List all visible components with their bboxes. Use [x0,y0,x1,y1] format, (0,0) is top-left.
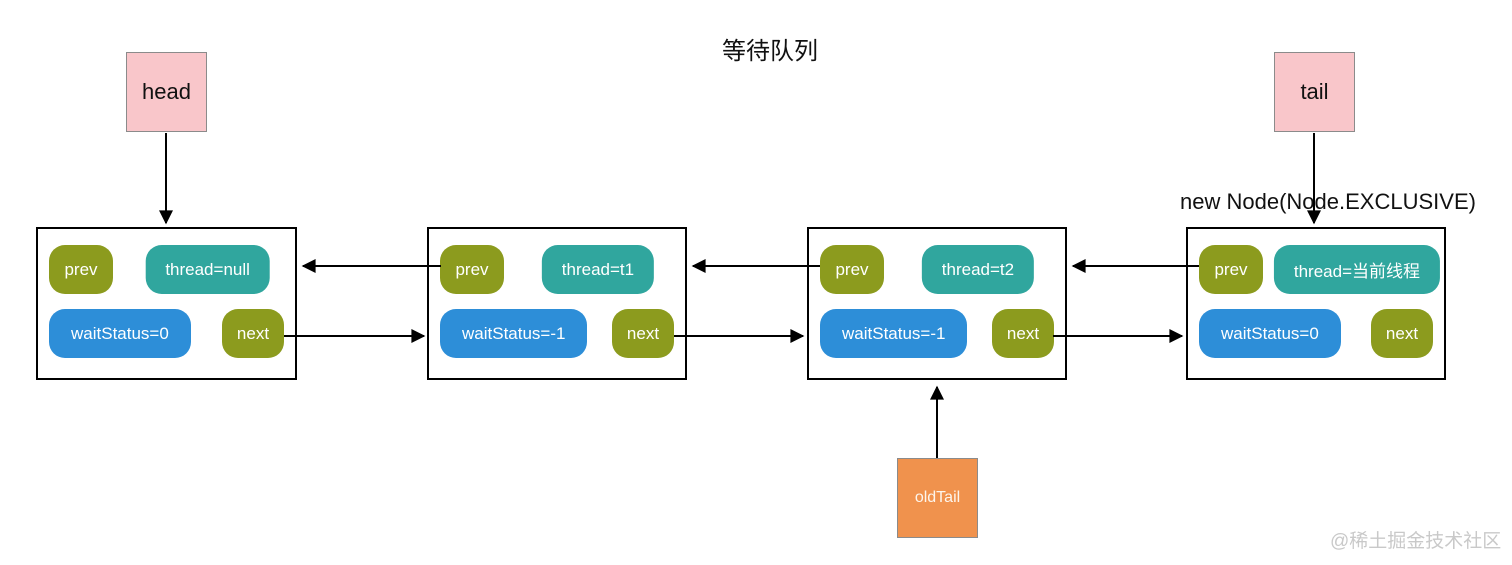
node1-next-badge: next [222,309,284,358]
node2-next-badge: next [612,309,674,358]
node1-thread-badge: thread=null [145,245,270,294]
queue-node-1: prev thread=null waitStatus=0 next [36,227,297,380]
diagram-title: 等待队列 [722,38,818,65]
node1-waitstatus-badge: waitStatus=0 [49,309,191,358]
head-pointer-label: head [142,79,191,104]
head-pointer-box: head [126,52,207,132]
node3-next-badge: next [992,309,1054,358]
node1-prev-badge: prev [49,245,113,294]
tail-pointer-label: tail [1300,79,1329,104]
queue-node-3: prev thread=t2 waitStatus=-1 next [807,227,1067,380]
node2-waitstatus-badge: waitStatus=-1 [440,309,588,358]
new-node-annotation: new Node(Node.EXCLUSIVE) [1180,189,1476,214]
tail-pointer-box: tail [1274,52,1355,132]
node3-waitstatus-badge: waitStatus=-1 [820,309,968,358]
node4-waitstatus-badge: waitStatus=0 [1199,309,1341,358]
queue-node-4: prev thread=当前线程 waitStatus=0 next [1186,227,1446,380]
oldtail-pointer-box: oldTail [897,458,978,538]
watermark-text: @稀土掘金技术社区 [1330,531,1502,552]
node2-prev-badge: prev [440,245,504,294]
oldtail-pointer-label: oldTail [914,489,961,506]
queue-node-2: prev thread=t1 waitStatus=-1 next [427,227,687,380]
node3-thread-badge: thread=t2 [921,245,1035,294]
node4-thread-badge: thread=当前线程 [1273,245,1441,294]
node4-next-badge: next [1371,309,1433,358]
node4-prev-badge: prev [1199,245,1263,294]
node3-prev-badge: prev [820,245,884,294]
node2-thread-badge: thread=t1 [541,245,655,294]
